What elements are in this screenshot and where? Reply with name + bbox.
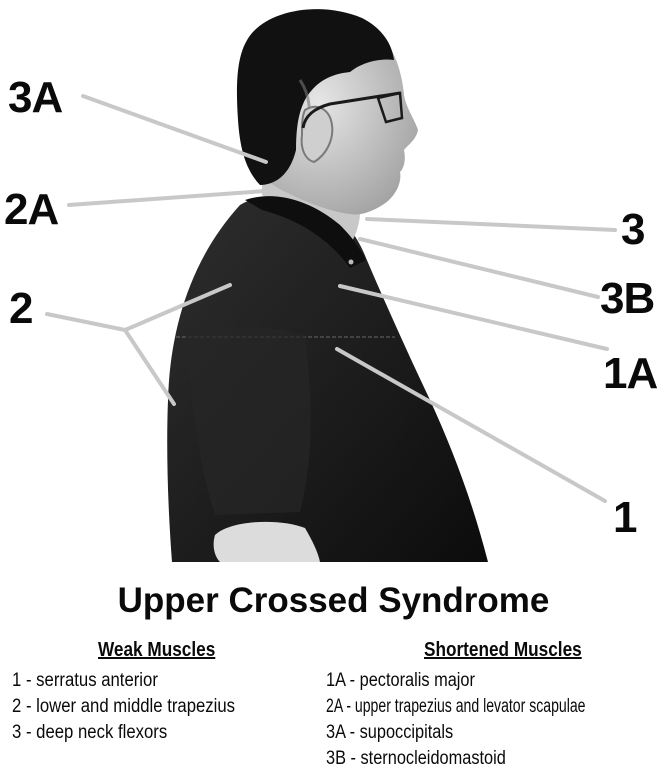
leader-line-3B [358,237,600,299]
leader-line-2-upper [123,283,232,332]
weak-muscle-item: 3 - deep neck flexors [12,722,168,743]
hair-shape [236,9,394,185]
person-profile-illustration [45,9,617,562]
leader-line-1A [338,284,609,351]
callout-label-2A: 2A [4,185,59,234]
weak-muscles-heading: Weak Muscles [98,639,216,661]
glasses-shape [301,91,401,129]
shortened-muscle-item: 1A - pectoralis major [326,670,475,691]
shortened-muscles-list: Shortened Muscles 1A - pectoralis major … [326,640,666,772]
leader-line-2-lower [123,328,176,406]
weak-muscle-item: 2 - lower and middle trapezius [12,696,236,717]
leader-line-2-stem [45,312,127,332]
shortened-muscle-item: 2A - upper trapezius and levator scapula… [326,696,586,717]
callout-label-3B: 3B [600,274,655,323]
shortened-muscles-heading: Shortened Muscles [424,639,582,661]
leader-line-3 [365,217,617,232]
leader-line-1 [335,347,607,503]
forearm-shape [213,521,320,562]
weak-muscles-list: Weak Muscles 1 - serratus anterior 2 - l… [12,640,312,746]
posture-figure: 3A 2A 2 3 3B 1A 1 [4,9,658,562]
callout-label-1: 1 [613,493,638,542]
leader-line-3A [81,94,268,164]
shortened-muscle-item: 3A - supoccipitals [326,722,454,743]
leader-line-2A [67,189,267,207]
shortened-muscle-item: 3B - sternocleidomastoid [326,748,506,769]
callout-label-3: 3 [621,205,646,254]
diagram-title: Upper Crossed Syndrome [117,581,550,620]
callout-label-3A: 3A [8,73,63,122]
leader-lines [45,94,617,503]
callout-label-2: 2 [9,284,34,333]
weak-muscle-item: 1 - serratus anterior [12,670,158,691]
callout-label-1A: 1A [603,349,658,398]
